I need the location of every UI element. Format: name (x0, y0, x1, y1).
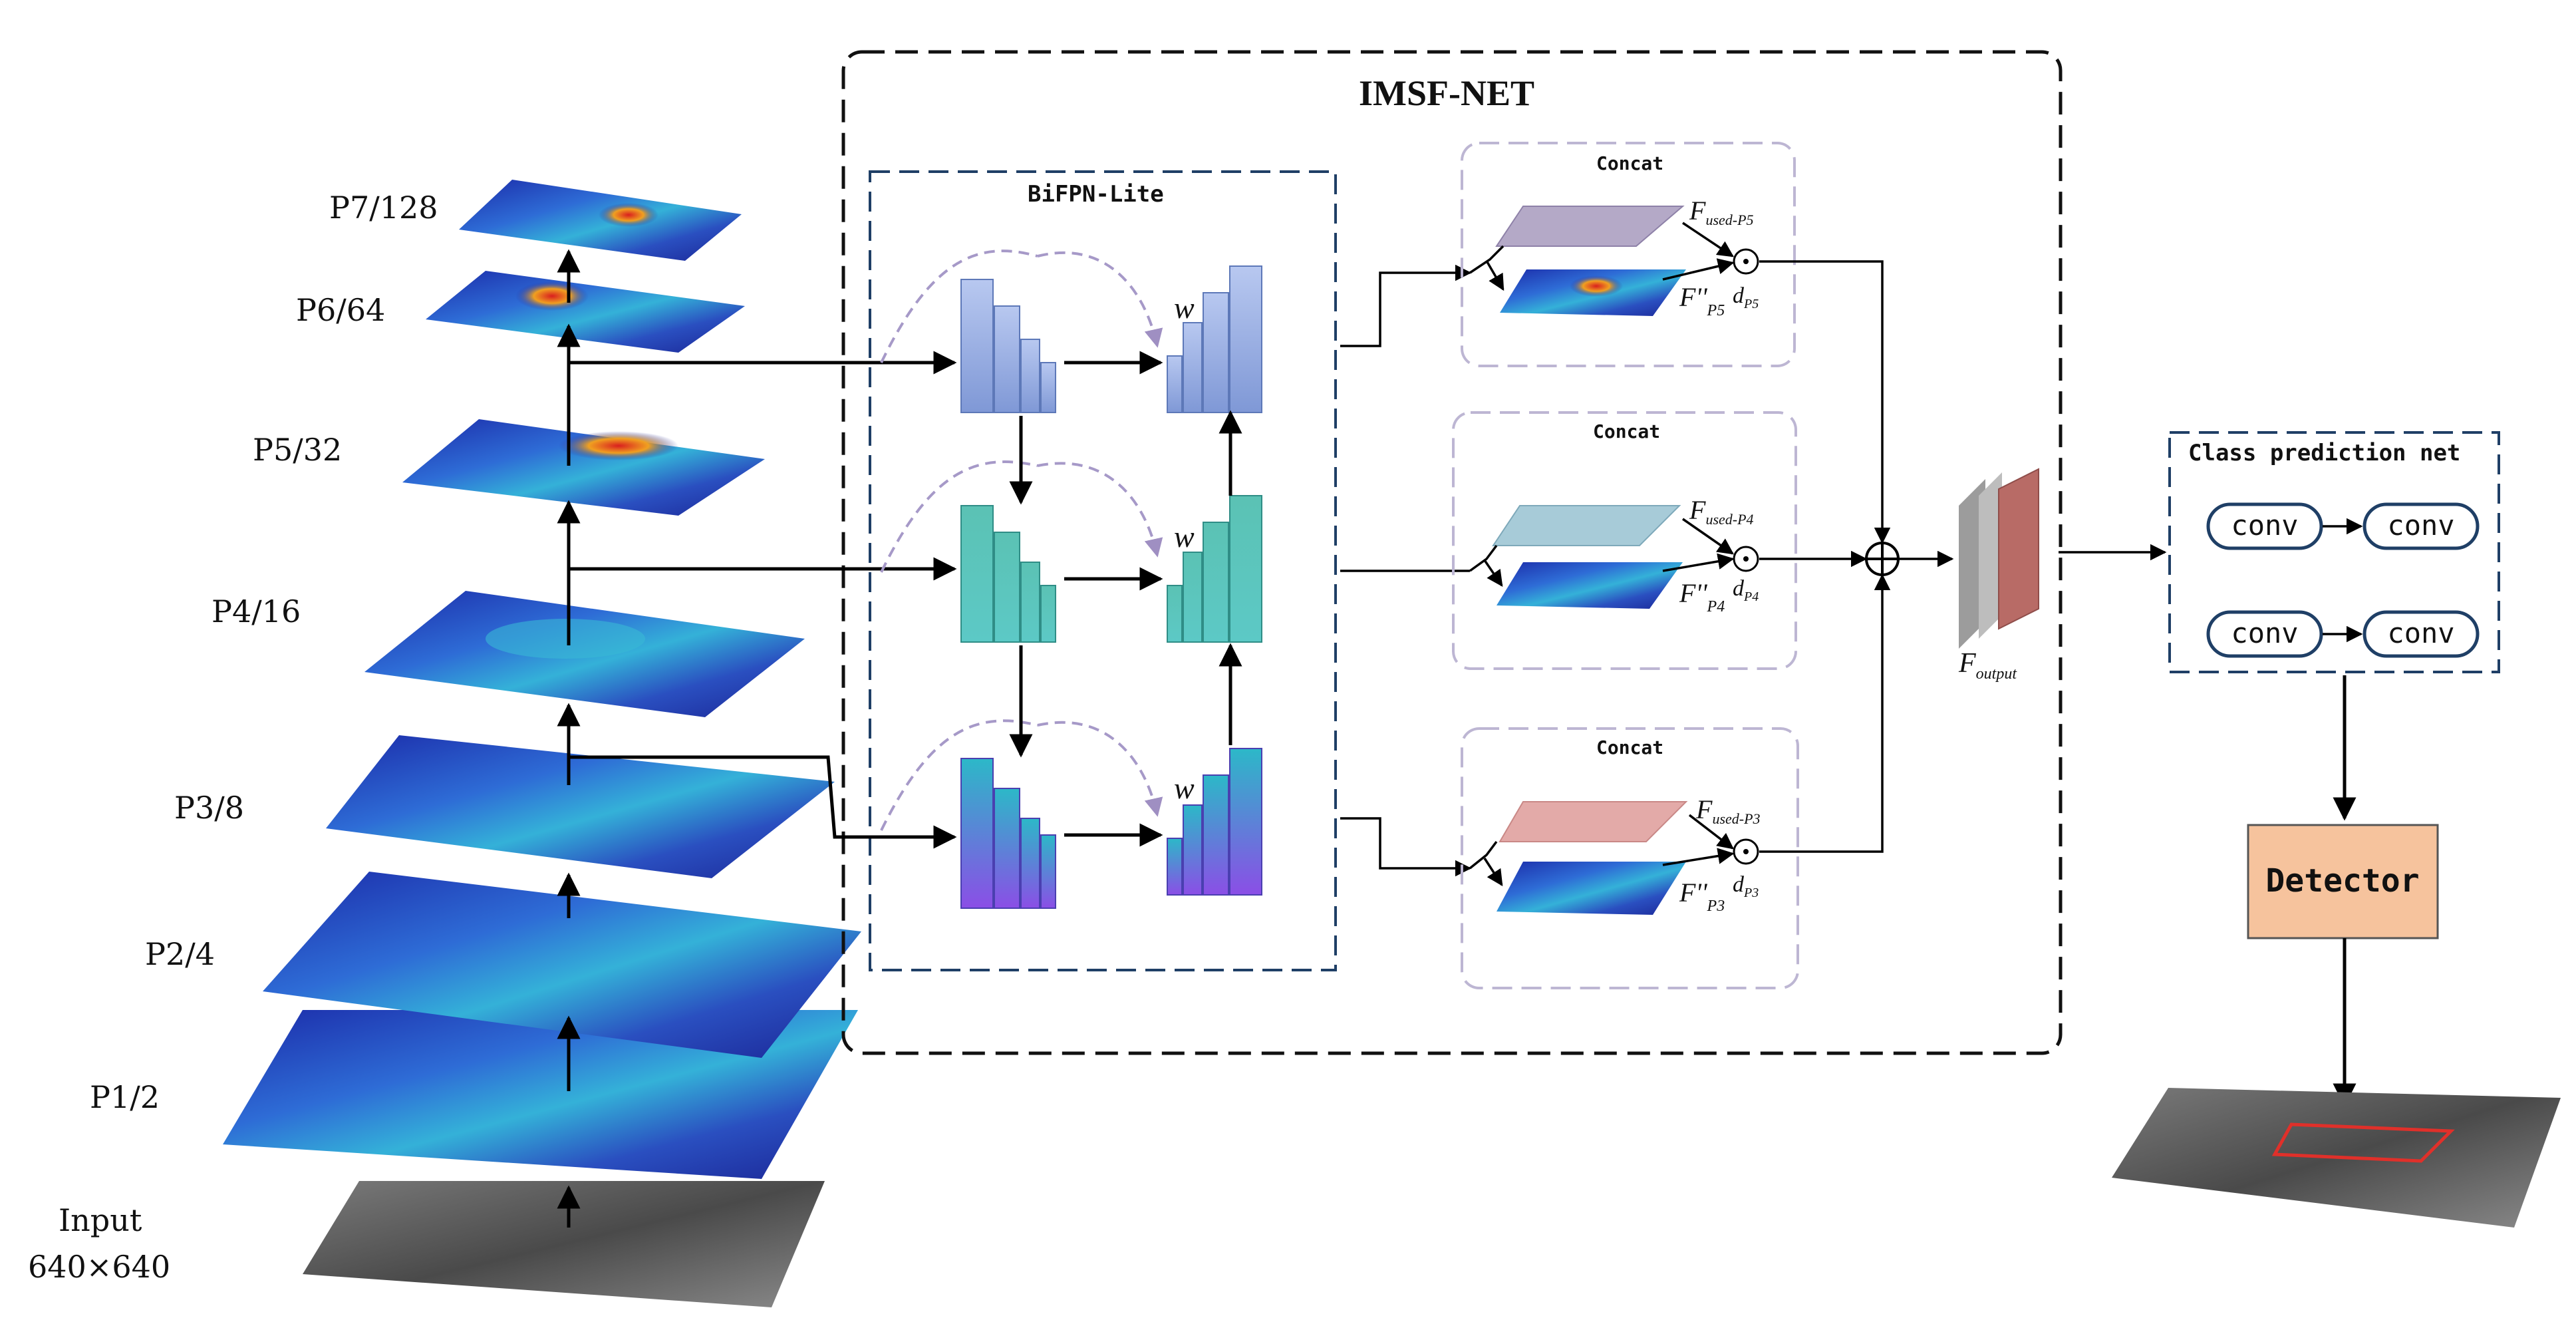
level-label-p4: P4/16 (212, 593, 301, 629)
level-label-p1: P1/2 (90, 1079, 160, 1115)
input-image-plane (303, 1181, 825, 1307)
level-label-p5: P5/32 (253, 432, 342, 468)
class-prediction-net-title: Class prediction net (2188, 440, 2460, 466)
imsf-net-title: IMSF-NET (1359, 73, 1534, 113)
d-label-p3: dP3 (1733, 872, 1759, 900)
bifpn-input-block-mid (960, 505, 1056, 643)
conv-block-4: conv (2362, 610, 2480, 658)
feature-pyramid: P7/128 P6/64 P5/32 P4/16 P3/8 P2/4 P1/2 … (28, 180, 861, 1307)
concat-title-p3: Concat (1596, 737, 1663, 758)
conv-block-1: conv (2206, 502, 2323, 550)
fused-label-p4: Fused-P4 (1689, 495, 1754, 528)
svg-text:conv: conv (2231, 509, 2298, 542)
d-label-p4: dP4 (1733, 576, 1759, 604)
output-feature-block (1959, 468, 2039, 649)
conv-block-2: conv (2362, 502, 2480, 550)
bifpn-input-block-top (960, 279, 1056, 413)
weight-label-top: w (1174, 291, 1195, 325)
p5-feature-plane (402, 419, 765, 516)
bifpn-lite-title: BiFPN-Lite (1028, 181, 1164, 208)
detector-box (2247, 824, 2439, 939)
p1-feature-plane (223, 1010, 858, 1179)
conv-block-3: conv (2206, 610, 2323, 658)
svg-text:conv: conv (2387, 509, 2454, 542)
concat-block-p4: Concat Fused-P4 F''P4 dP4 (1452, 411, 1797, 670)
detection-output-image (2112, 1088, 2561, 1228)
bifpn-output-block-mid (1167, 495, 1262, 643)
feature-plane-p3 (1497, 862, 1686, 915)
weight-label-bottom: w (1174, 771, 1195, 805)
bifpn-output-block-bottom (1167, 748, 1262, 896)
p6-feature-plane (426, 271, 745, 353)
level-label-p7: P7/128 (329, 190, 438, 226)
bifpn-output-block-top (1167, 265, 1262, 413)
imsf-net-container (841, 50, 2063, 1055)
concat-title-p5: Concat (1596, 152, 1663, 174)
feat-label-p3: F''P3 (1679, 878, 1725, 915)
fused-plane-p4 (1492, 505, 1681, 546)
concat-block-p5: Concat Fused-P5 F''P5 dP5 (1461, 142, 1796, 367)
bifpn-input-block-bottom (960, 758, 1056, 909)
input-label-line2: 640×640 (28, 1249, 170, 1285)
feat-label-p4: F''P4 (1679, 578, 1725, 615)
level-label-p6: P6/64 (296, 292, 385, 328)
fused-label-p3: Fused-P3 (1695, 794, 1761, 827)
fused-plane-p5 (1495, 206, 1685, 247)
weight-label-mid: w (1174, 520, 1195, 554)
fused-label-p5: Fused-P5 (1689, 196, 1754, 228)
detector-label: Detector (2265, 862, 2419, 900)
fused-plane-p3 (1499, 801, 1688, 842)
svg-text:conv: conv (2387, 617, 2454, 649)
p2-feature-plane (263, 872, 861, 1058)
sum-node (1865, 542, 1900, 576)
feature-plane-p4 (1497, 562, 1683, 609)
bifpn-lite-container (869, 170, 1337, 971)
p3-feature-plane (326, 735, 835, 878)
input-label-line1: Input (59, 1202, 142, 1238)
level-label-p3: P3/8 (174, 790, 244, 826)
d-label-p5: dP5 (1733, 283, 1759, 311)
level-label-p2: P2/4 (145, 936, 215, 972)
concat-title-p4: Concat (1593, 420, 1660, 442)
output-label: Foutput (1958, 648, 2017, 683)
class-prediction-net-container (2168, 431, 2500, 673)
feat-label-p5: F''P5 (1679, 282, 1725, 319)
svg-text:conv: conv (2231, 617, 2298, 649)
p7-feature-plane (459, 180, 742, 261)
concat-block-p3: Concat Fused-P3 F''P3 dP3 (1461, 727, 1799, 989)
